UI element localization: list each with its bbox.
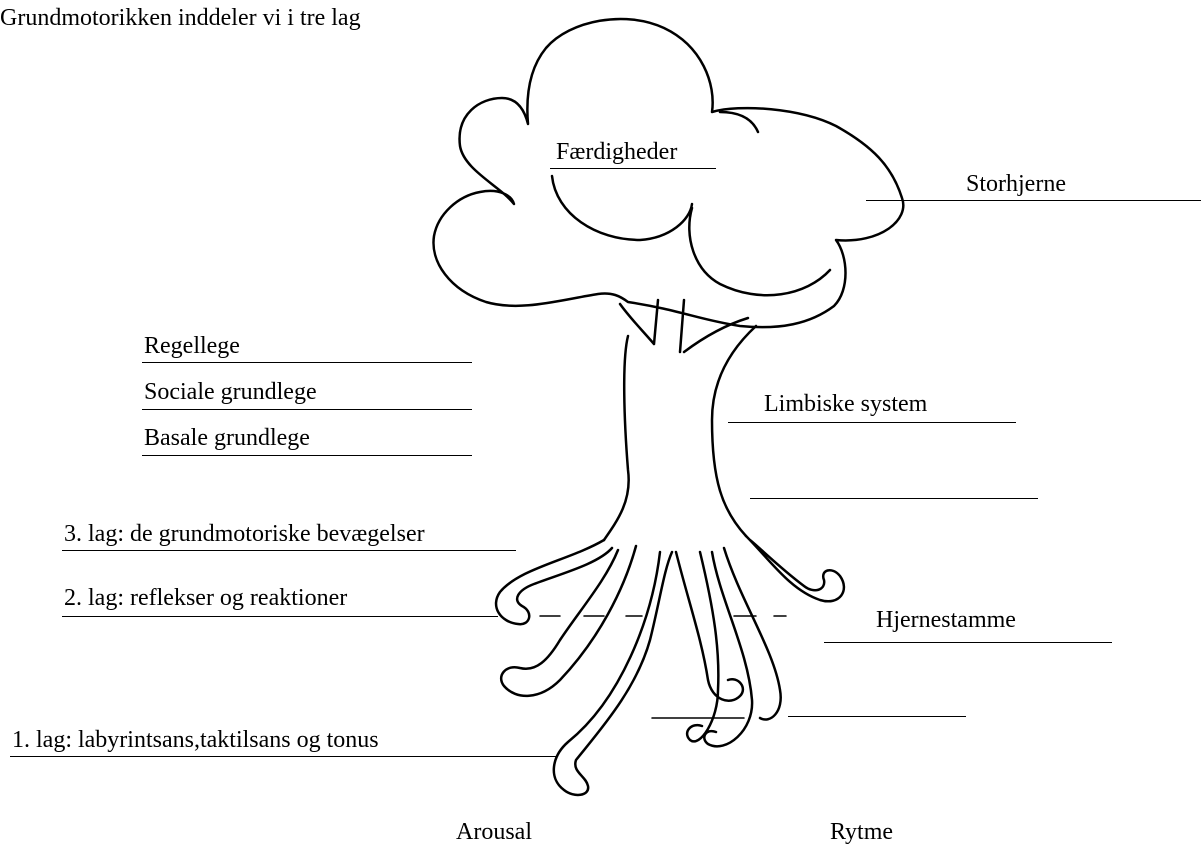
tree-crown-outline	[433, 19, 903, 327]
underline-regellege	[142, 362, 472, 363]
tree-trunk	[604, 326, 756, 540]
label-limbiske-system: Limbiske system	[764, 390, 927, 418]
underline-lag-3	[62, 550, 516, 551]
label-lag-1: 1. lag: labyrintsans,taktilsans og tonus	[12, 726, 379, 754]
page-title: Grundmotorikken inddeler vi i tre lag	[0, 4, 361, 32]
label-storhjerne: Storhjerne	[966, 170, 1066, 198]
label-rytme: Rytme	[830, 818, 893, 846]
underline-lag-1	[10, 756, 556, 757]
underline-hjernestamme	[824, 642, 1112, 643]
underline-sociale-grundlege	[142, 409, 472, 410]
tree-root-left-bottom	[554, 552, 672, 795]
tree-root-left-long	[501, 546, 636, 696]
label-regellege: Regellege	[144, 332, 240, 360]
underline-lag-2	[62, 616, 498, 617]
label-sociale-grundlege: Sociale grundlege	[144, 378, 317, 406]
label-lag-3: 3. lag: de grundmotoriske bevægelser	[64, 520, 425, 548]
blank-line-right-2	[788, 716, 966, 717]
label-arousal: Arousal	[456, 818, 532, 846]
label-basale-grundlege: Basale grundlege	[144, 424, 310, 452]
label-lag-2: 2. lag: reflekser og reaktioner	[64, 584, 347, 612]
underline-limbiske-system	[728, 422, 1016, 423]
tree-root-right-curl	[746, 536, 844, 601]
tree-branches	[620, 300, 748, 352]
underline-faerdigheder	[550, 168, 716, 169]
label-faerdigheder: Færdigheder	[556, 138, 677, 166]
blank-line-right-1	[750, 498, 1038, 499]
underline-basale-grundlege	[142, 455, 472, 456]
underline-storhjerne	[866, 200, 1201, 201]
tree-root-right-inner	[704, 548, 780, 746]
tree-root-left-curl	[496, 540, 612, 624]
label-hjernestamme: Hjernestamme	[876, 606, 1016, 634]
tree-root-center	[676, 552, 743, 741]
